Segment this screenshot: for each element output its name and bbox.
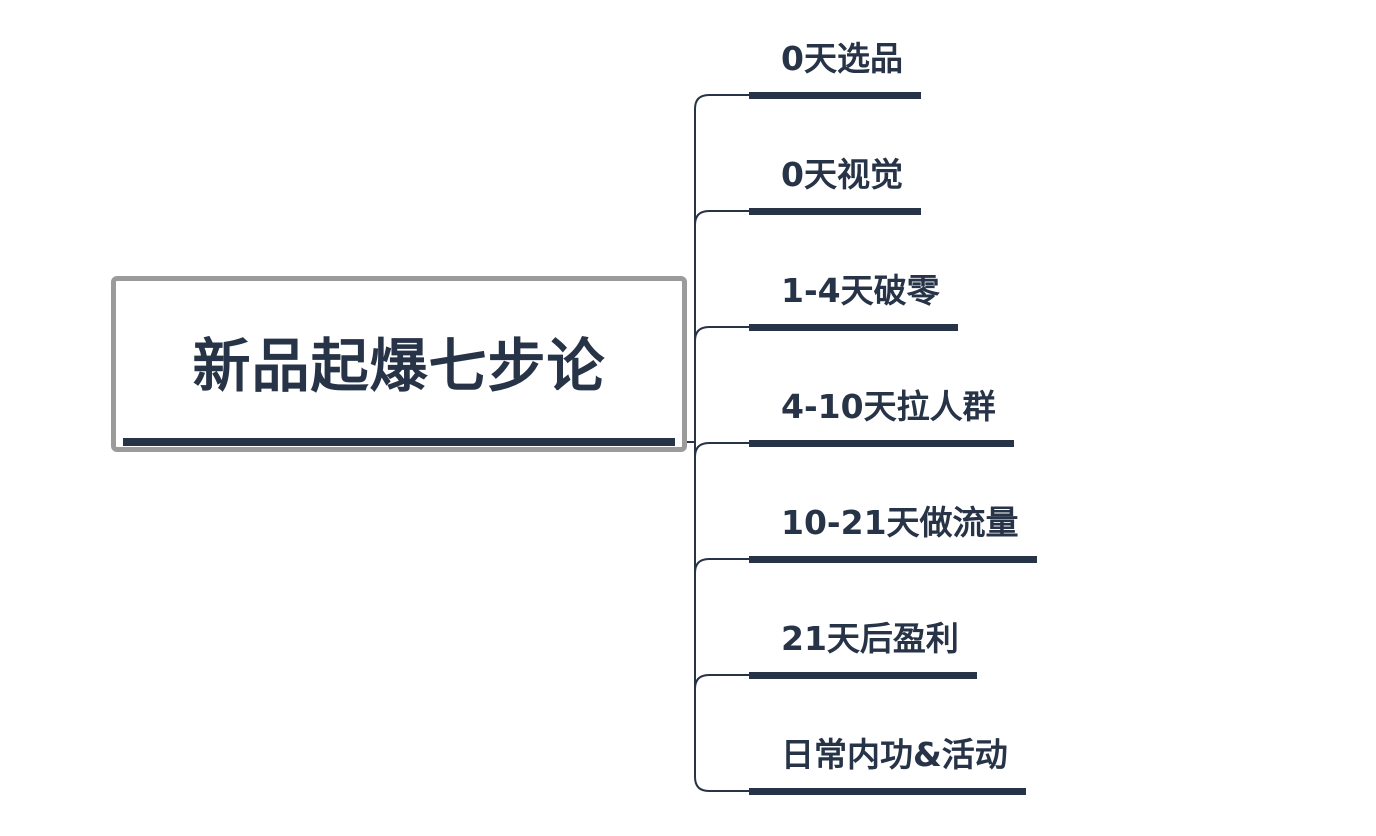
branch-label: 0天选品 — [781, 39, 903, 78]
branch-underline — [749, 208, 921, 215]
branch-link-7 — [694, 776, 749, 792]
branch-link-2 — [694, 210, 749, 226]
branch-label: 0天视觉 — [781, 155, 903, 194]
branch-label: 10-21天做流量 — [781, 503, 1019, 542]
branch-label: 21天后盈利 — [781, 619, 959, 658]
branch-link-3 — [694, 326, 749, 342]
root-title: 新品起爆七步论 — [192, 332, 606, 400]
branch-link-5 — [694, 558, 749, 574]
branch-underline — [749, 440, 1014, 447]
branch-underline — [749, 92, 921, 99]
branch-underline — [749, 324, 958, 331]
branch-underline — [749, 788, 1026, 795]
root-node[interactable] — [111, 276, 687, 452]
branch-label: 1-4天破零 — [781, 271, 940, 310]
branch-label: 4-10天拉人群 — [781, 387, 996, 426]
branch-label: 日常内功&活动 — [781, 735, 1008, 774]
branch-link-6 — [694, 674, 749, 690]
branch-link-4 — [694, 442, 749, 458]
branch-underline — [749, 672, 977, 679]
branch-underline — [749, 556, 1037, 563]
root-underline — [123, 438, 675, 446]
branch-link-1 — [694, 94, 749, 110]
